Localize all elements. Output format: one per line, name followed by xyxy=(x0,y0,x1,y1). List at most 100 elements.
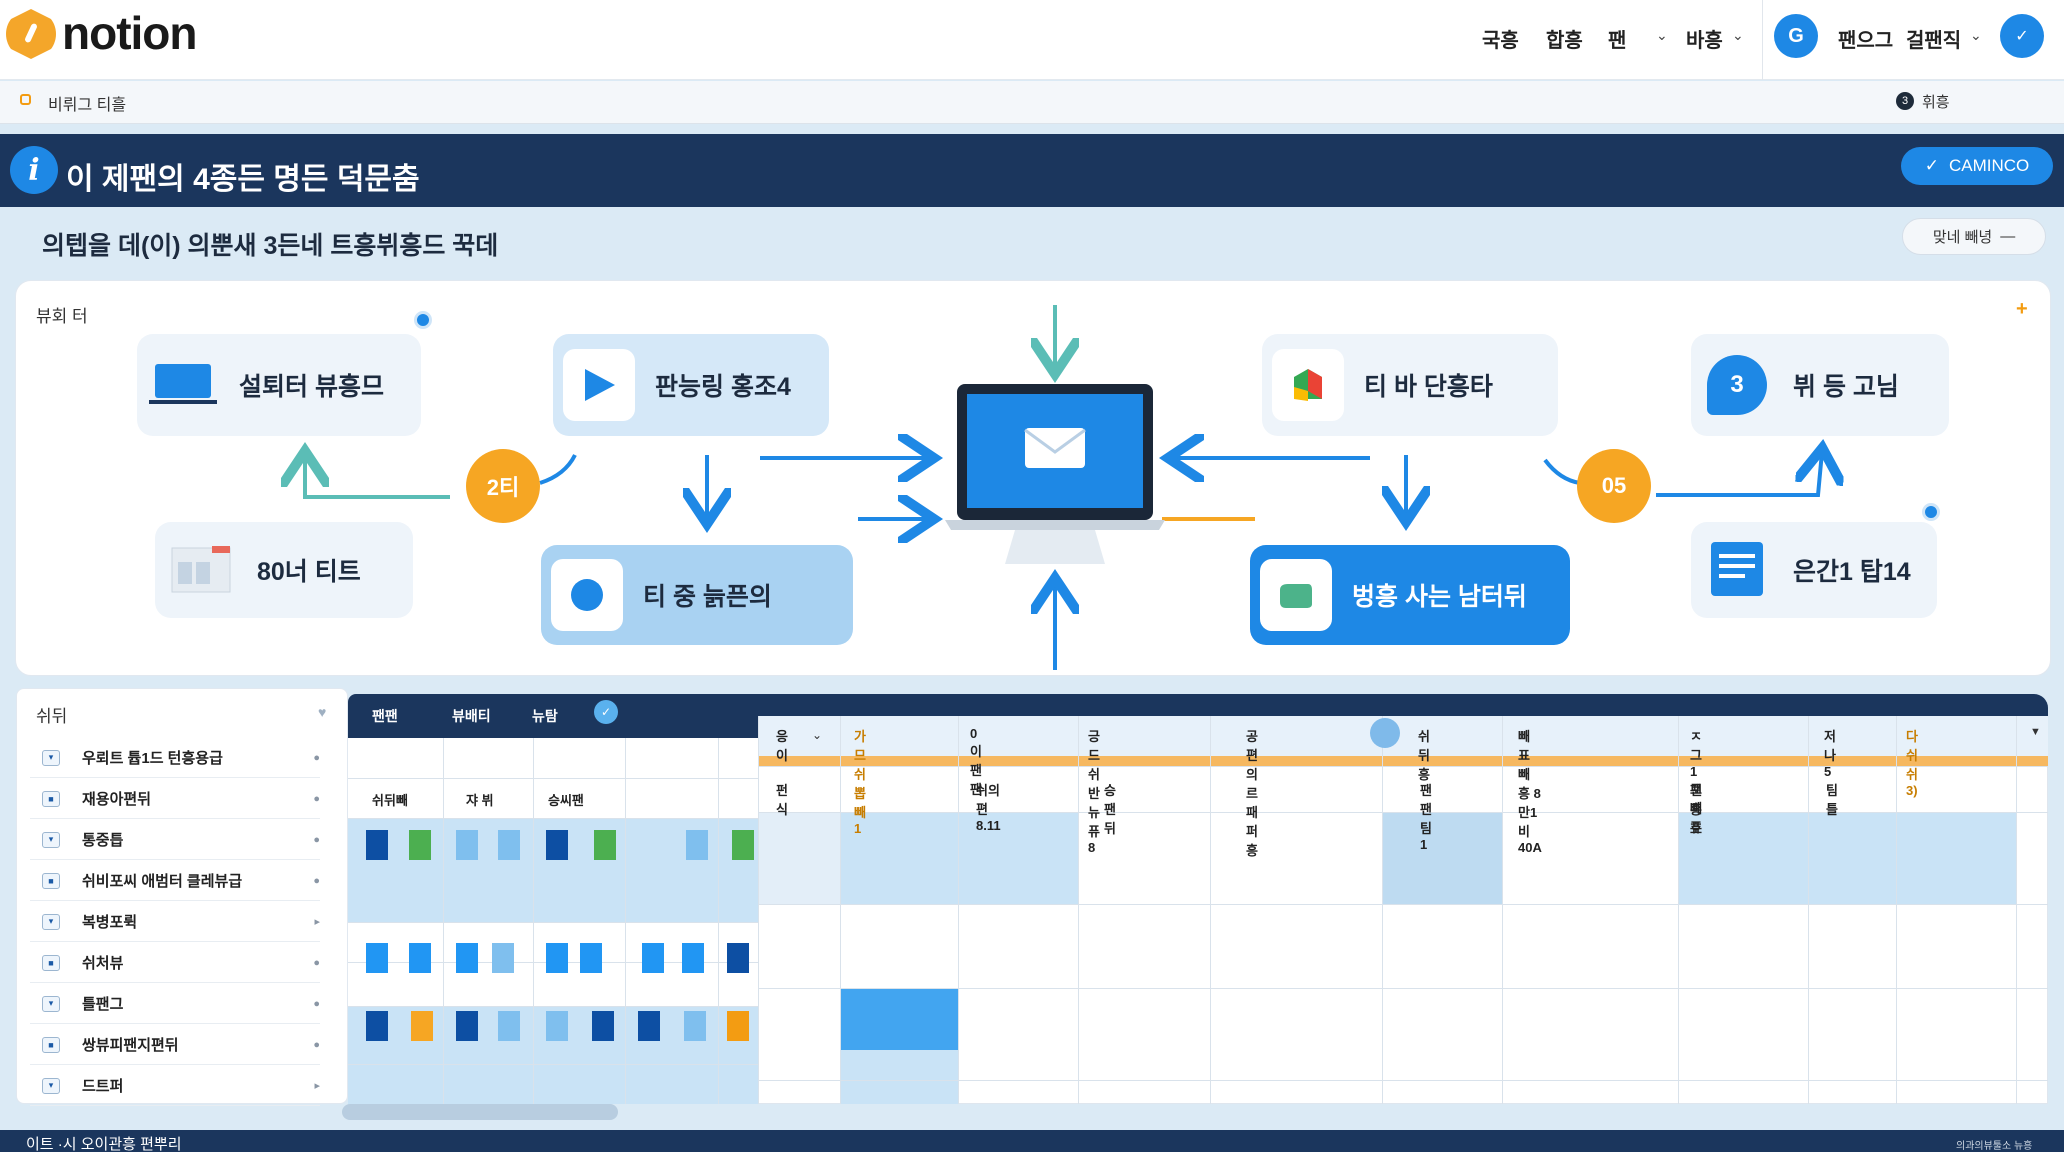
timeline-block[interactable] xyxy=(456,1011,478,1041)
timeline-block[interactable] xyxy=(546,830,568,860)
nav-item-5[interactable]: 팬으그 xyxy=(1838,30,1894,52)
flow-node-3[interactable]: 티 바 단흥타 xyxy=(1262,334,1558,436)
heart-icon[interactable]: ♥ xyxy=(318,704,327,720)
radio-dot-icon[interactable]: ● xyxy=(313,997,320,1010)
plus-icon[interactable]: + xyxy=(2016,298,2028,320)
flow-node-2[interactable]: 판능링 홍조4 xyxy=(553,334,829,436)
task-list-item[interactable]: ■쌍뷰피팬지편뒤● xyxy=(30,1025,320,1065)
radio-dot-icon[interactable]: ● xyxy=(313,751,320,764)
breadcrumb[interactable]: 비뤼그 티흘 xyxy=(48,97,127,114)
task-list-item[interactable]: ■쉬처뷰● xyxy=(30,943,320,983)
nav-item-6[interactable]: 걸팬직 xyxy=(1906,30,1962,52)
table-cell[interactable]: 승팬뒤 xyxy=(1104,783,1116,836)
column-header[interactable]: 응이 xyxy=(776,729,788,763)
nav-item-1[interactable]: 국흥 xyxy=(1482,30,1519,52)
timeline-block[interactable] xyxy=(492,943,514,973)
chevron-down-icon[interactable]: ⌄ xyxy=(1656,27,1668,43)
tab-badge[interactable]: ✓ xyxy=(594,700,618,724)
timeline-block[interactable] xyxy=(366,943,388,973)
flow-node-4[interactable]: 3 뷔 등 고님 xyxy=(1691,334,1949,436)
table-cell[interactable]: 펀식 xyxy=(776,783,788,817)
timeline-block[interactable] xyxy=(642,943,664,973)
radio-dot-icon[interactable]: ● xyxy=(313,874,320,887)
timeline-block[interactable] xyxy=(592,1011,614,1041)
horizontal-scrollbar[interactable] xyxy=(342,1104,618,1120)
chevron-down-icon[interactable]: ⌄ xyxy=(812,728,823,742)
header-action-button[interactable]: ✓ CAMINCO xyxy=(1901,147,2053,185)
flow-node-1[interactable]: 설퇴터 뷰흥므 xyxy=(137,334,421,436)
column-header[interactable]: 0이 팬팬 xyxy=(970,726,982,797)
notification-badge[interactable]: 3 xyxy=(1896,92,1914,110)
checkbox[interactable]: ■ xyxy=(42,872,60,889)
task-list-item[interactable]: ■재용아편뒤● xyxy=(30,779,320,819)
timeline-block[interactable] xyxy=(498,830,520,860)
timeline-block[interactable] xyxy=(498,1011,520,1041)
timeline-tab[interactable]: 팬팬 xyxy=(372,708,398,724)
timeline-block[interactable] xyxy=(456,943,478,973)
table-cell[interactable]: 팬흥호 xyxy=(1690,783,1702,836)
radio-dot-icon[interactable]: ▸ xyxy=(314,916,320,928)
task-list-item[interactable]: ▾우뢰트 튭1드 턴흥용급● xyxy=(30,738,320,778)
timeline-block[interactable] xyxy=(546,1011,568,1041)
chevron-down-icon[interactable]: ⌄ xyxy=(1732,27,1744,43)
timeline-block[interactable] xyxy=(727,943,749,973)
column-header[interactable]: 긍드쉬 반뉴퓨8 xyxy=(1088,729,1100,855)
radio-dot-icon[interactable]: ● xyxy=(313,833,320,846)
checkbox[interactable]: ■ xyxy=(42,1036,60,1053)
column-header[interactable]: 빼표빼흥 8만1 비40A xyxy=(1518,729,1542,855)
task-list-item[interactable]: ▾드트퍼▸ xyxy=(30,1066,320,1106)
flow-node-8[interactable]: 은간1 탑14 xyxy=(1691,522,1937,618)
timeline-block[interactable] xyxy=(409,830,431,860)
checkbox[interactable]: ▾ xyxy=(42,913,60,930)
timeline-block[interactable] xyxy=(727,1011,749,1041)
checkbox[interactable]: ▾ xyxy=(42,995,60,1012)
table-cell[interactable]: 팀틀 xyxy=(1826,783,1838,817)
checkbox[interactable]: ■ xyxy=(42,954,60,971)
checkbox[interactable]: ▾ xyxy=(42,749,60,766)
flow-node-6[interactable]: 티 중 늙픈의 xyxy=(541,545,853,645)
column-header[interactable]: 가므 쉬뽑빼1 xyxy=(854,729,866,836)
radio-dot-icon[interactable]: ● xyxy=(313,956,320,969)
radio-dot-icon[interactable]: ● xyxy=(313,1038,320,1051)
radio-dot-icon[interactable]: ● xyxy=(313,792,320,805)
timeline-block[interactable] xyxy=(594,830,616,860)
column-header[interactable]: 다쉬 쉬3) xyxy=(1906,729,1918,798)
logo-text[interactable]: notion xyxy=(62,7,197,59)
task-list-item[interactable]: ▾통중틉● xyxy=(30,820,320,860)
column-header[interactable]: 공편의 르패퍼흥 xyxy=(1246,729,1258,858)
timeline-block[interactable] xyxy=(546,943,568,973)
filter-button[interactable]: 맞네 빼녕 — xyxy=(1902,218,2046,255)
timeline-block[interactable] xyxy=(638,1011,660,1041)
timeline-block[interactable] xyxy=(411,1011,433,1041)
timeline-block[interactable] xyxy=(456,830,478,860)
checkbox[interactable]: ■ xyxy=(42,790,60,807)
table-cell[interactable]: 쉬의 편8.11 xyxy=(976,783,1001,833)
flow-node-7[interactable]: 벙흥 사는 남터뒤 xyxy=(1250,545,1570,645)
subbar-right-link[interactable]: 휘흥 xyxy=(1922,94,1950,111)
user-avatar[interactable]: G xyxy=(1774,14,1818,58)
task-list-item[interactable]: ▾틀팬그● xyxy=(30,984,320,1024)
timeline-block[interactable] xyxy=(366,1011,388,1041)
timeline-block[interactable] xyxy=(409,943,431,973)
checkbox[interactable]: ▾ xyxy=(42,1077,60,1094)
column-header[interactable]: 저나5 xyxy=(1824,729,1836,779)
nav-item-2[interactable]: 합흥 xyxy=(1546,30,1583,52)
timeline-block[interactable] xyxy=(732,830,754,860)
check-icon[interactable]: ✓ xyxy=(2000,14,2044,58)
flow-node-5[interactable]: 80너 티트 xyxy=(155,522,413,618)
task-list-item[interactable]: ▾복병포뤽▸ xyxy=(30,902,320,942)
nav-item-4[interactable]: 바흥 xyxy=(1686,30,1723,52)
column-header[interactable]: ㅈ그1 로빼퓨 xyxy=(1690,729,1702,835)
timeline-block[interactable] xyxy=(580,943,602,973)
chevron-down-icon[interactable]: ⌄ xyxy=(1970,27,1982,43)
timeline-block[interactable] xyxy=(366,830,388,860)
timeline-block[interactable] xyxy=(682,943,704,973)
timeline-tab[interactable]: 뉴탐 xyxy=(532,708,558,724)
timeline-block[interactable] xyxy=(686,830,708,860)
radio-dot-icon[interactable]: ▸ xyxy=(314,1080,320,1092)
timeline-tab[interactable]: 뷰배티 xyxy=(452,708,491,724)
checkbox[interactable]: ▾ xyxy=(42,831,60,848)
nav-item-3[interactable]: 팬 xyxy=(1608,30,1627,52)
column-header[interactable]: 쉬뒤흥 xyxy=(1418,729,1430,782)
table-cell[interactable]: 팬팬 팀1 xyxy=(1420,783,1432,852)
